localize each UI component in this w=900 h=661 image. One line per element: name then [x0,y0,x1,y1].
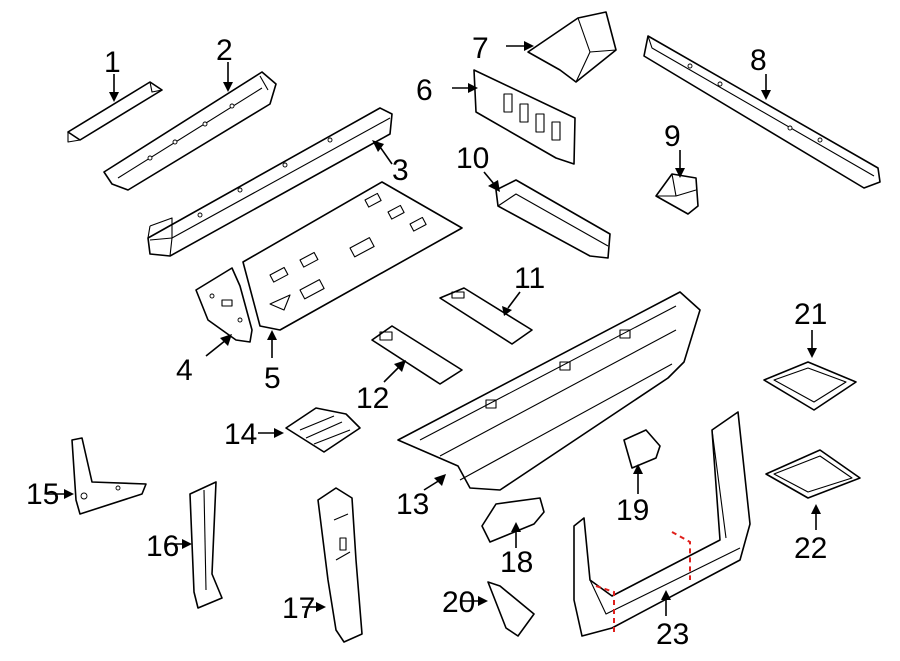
part-7 [67,81,163,143]
part-1 [573,411,751,637]
callout-20: 18 [500,522,533,579]
callout-number: 22 [794,532,827,565]
callout-number: 4 [176,354,193,387]
callout-number: 1 [104,46,121,79]
callout-number: 6 [416,74,433,107]
part-6 [147,107,393,257]
callout-12: 13 [396,474,446,521]
part-5 [487,581,535,637]
part-11 [473,69,576,165]
callout-number: 18 [500,546,533,579]
callout-number: 23 [656,618,689,651]
part-10 [195,267,253,343]
callout-number: 3 [392,154,409,187]
callout-5: 20 [442,586,488,619]
callout-15: 9 [664,120,685,178]
part-8 [103,71,277,191]
callout-8: 2 [216,34,233,92]
callout-13: 14 [224,418,284,451]
part-19 [643,35,881,189]
callout-6: 3 [372,140,409,187]
part-9 [242,181,463,331]
callout-7: 1 [104,46,121,102]
part-20 [481,497,545,543]
callout-number: 17 [282,592,315,625]
part-16 [371,325,463,385]
callout-number: 8 [750,44,767,77]
callout-2: 17 [282,592,326,625]
callout-number: 20 [442,586,475,619]
callout-17: 11 [502,262,545,316]
part-17 [439,287,533,345]
callout-number: 9 [664,120,681,153]
callout-number: 7 [472,32,489,65]
part-15 [655,173,699,215]
part-2 [317,487,363,643]
callout-number: 14 [224,418,257,451]
callout-9: 5 [264,330,281,395]
callout-18: 10 [456,142,500,192]
callout-number: 21 [794,298,827,331]
part-14 [527,11,617,83]
callout-number: 2 [216,34,233,67]
part-3 [189,481,223,609]
callout-number: 13 [396,488,429,521]
callout-23: 22 [794,504,827,565]
callout-number: 11 [514,262,545,295]
callout-14: 7 [472,32,534,65]
callout-number: 12 [356,382,389,415]
callout-21: 19 [616,464,649,527]
callout-number: 10 [456,142,489,175]
callout-22: 21 [794,298,827,358]
callout-16: 12 [356,360,406,415]
part-13 [285,407,361,453]
callout-1: 23 [656,590,689,651]
part-23 [765,449,861,499]
callout-number: 19 [616,494,649,527]
callout-number: 5 [264,362,281,395]
part-18 [495,179,611,259]
callout-11: 6 [416,74,478,107]
part-12 [397,291,701,491]
callout-number: 16 [146,530,179,563]
callout-10: 4 [176,334,232,387]
callout-4: 15 [26,478,74,511]
part-22 [763,361,857,411]
callout-3: 16 [146,530,192,563]
part-4 [71,437,147,515]
callout-19: 8 [750,44,771,100]
part-21 [623,429,661,469]
